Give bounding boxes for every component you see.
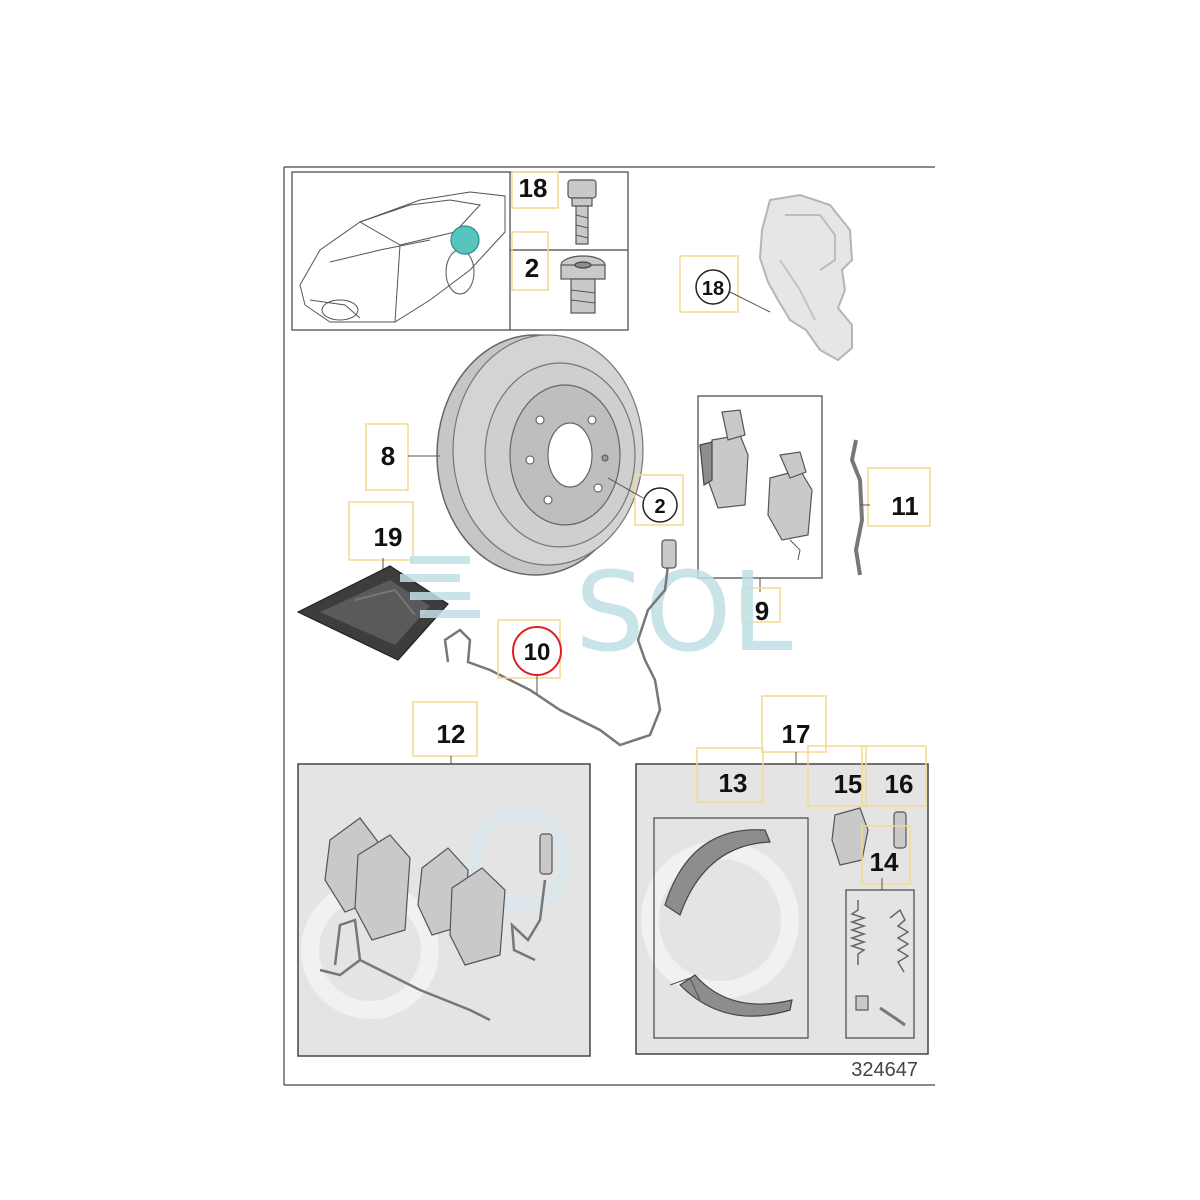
bolt-icon [567,179,597,245]
label-shoe-kit: 17 [782,719,811,749]
pin-icon [893,811,907,849]
label-bolt-top: 18 [519,173,548,203]
plug-screw-icon [560,255,606,314]
grease-packet: 19 [296,501,449,661]
label-pad-kit: 12 [437,719,466,749]
brake-disc: 8 [365,334,644,576]
brake-shoe-icon [664,829,793,1017]
vehicle-inset: 18 2 [291,171,629,331]
brake-pad-icon [767,451,813,561]
label-carrier: 18 [702,278,724,300]
brake-pads-set: 9 [697,395,823,626]
label-springs: 14 [870,847,899,877]
brake-pad-icon [324,817,506,966]
label-grease: 19 [374,522,403,552]
label-plug-top: 2 [525,253,539,283]
label-sensor: 10 [524,639,551,666]
shoe-kit-panel: 17 13 15 16 14 [635,695,929,1055]
pad-kit-panel: 12 [297,701,591,1057]
label-pads: 9 [755,596,769,626]
watermark-logo: SOL [400,548,793,676]
label-shoes: 13 [719,768,748,798]
spring-icon [849,900,910,1027]
rear-wheel-highlight-icon [450,225,480,255]
disc-screw-callout: 2 [607,474,684,526]
label-part15: 15 [834,769,863,799]
label-spring: 11 [891,491,919,521]
label-part16: 16 [885,769,914,799]
diagram-frame [283,166,935,1086]
label-disc: 8 [381,441,395,471]
brake-carrier: 18 [679,193,854,362]
label-disc-screw: 2 [654,496,665,518]
brake-pad-icon [699,409,749,509]
watermark-text: SOL [575,548,793,676]
spring-clip: 11 [849,439,931,576]
car-outline-icon [299,191,506,323]
diagram-reference-number: 324647 [851,1059,918,1081]
wear-sensor: 10 [443,539,677,747]
